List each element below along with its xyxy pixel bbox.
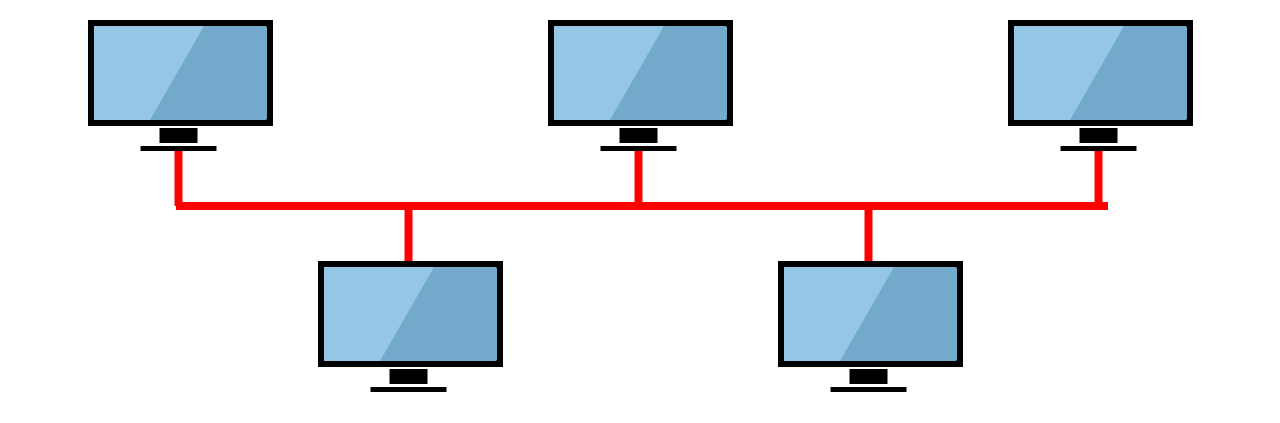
computer-bottom-right (778, 261, 963, 392)
monitor-icon-screen-highlight (324, 267, 434, 361)
monitor-icon-stand-base (830, 387, 907, 392)
monitor-icon-stand-neck (1079, 128, 1118, 143)
computer-bottom-left (318, 261, 503, 392)
monitor-icon-stand-neck (849, 369, 888, 384)
monitor-icon-screen-highlight (94, 26, 204, 120)
monitor-icon-stand-base (370, 387, 447, 392)
computer-top-center (548, 20, 733, 151)
monitor-icon-stand-neck (159, 128, 198, 143)
monitor-icon-stand-base (600, 146, 677, 151)
bus-cable (174, 150, 1108, 263)
monitor-icon-stand-base (1060, 146, 1137, 151)
monitor-icon-stand-base (140, 146, 217, 151)
monitor-icon-stand-neck (389, 369, 428, 384)
monitor-icon-stand-neck (619, 128, 658, 143)
monitor-icon-screen-highlight (554, 26, 664, 120)
computer-top-right (1008, 20, 1193, 151)
computer-top-left (88, 20, 273, 151)
computers (88, 20, 1193, 392)
monitor-icon-screen-highlight (784, 267, 894, 361)
monitor-icon-screen-highlight (1014, 26, 1124, 120)
